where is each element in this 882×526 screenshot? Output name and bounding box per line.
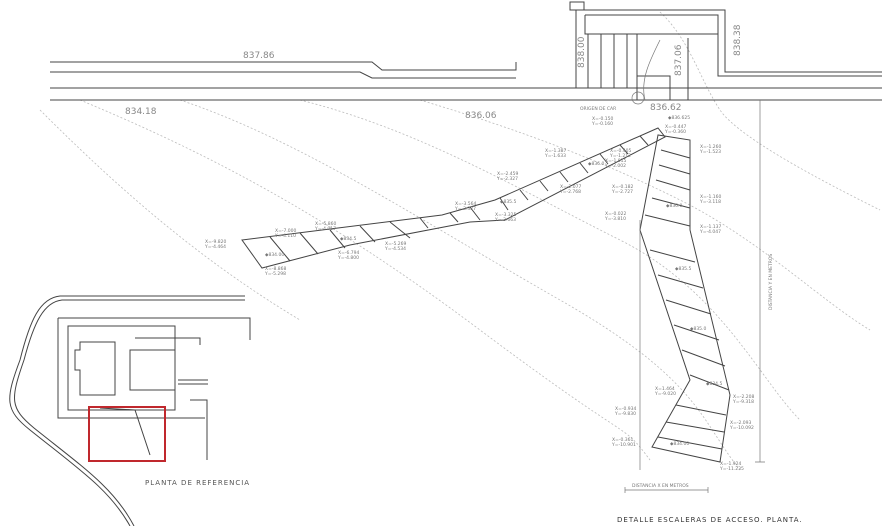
- coordinate-label: Y=-9.830: [614, 411, 636, 417]
- spot-level: ◆834.00: [265, 252, 284, 258]
- coordinate-label: Y=-2.768: [559, 189, 581, 195]
- coordinate-label: X=-2.208: [733, 394, 754, 400]
- coordinate-label: X=-1.015: [605, 158, 626, 164]
- elevation-top-wall: 837.86: [243, 51, 275, 61]
- coordinate-label: Y=-4.534: [384, 246, 406, 252]
- coordinate-label: X=-3.325: [495, 212, 516, 218]
- elevation-origin: 836.62: [650, 103, 682, 113]
- elevation-left-road: 834.18: [125, 107, 157, 117]
- spot-level: ◆835.0: [690, 326, 706, 332]
- stair-flight-south: [639, 134, 731, 470]
- coordinate-label: X=-0.934: [615, 406, 636, 412]
- spot-level: ◆835.5: [675, 266, 691, 272]
- coordinate-label: Y=-5.298: [264, 271, 286, 277]
- coordinate-label: X=-1.260: [700, 144, 721, 150]
- coordinate-label: Y=-10.901: [611, 442, 636, 448]
- coordinate-label: Y=-9.318: [732, 399, 754, 405]
- coordinate-label: X=-9.820: [205, 239, 226, 245]
- coordinate-label: Y=-2.002: [604, 163, 626, 169]
- spot-level: ◆834.00: [670, 441, 689, 447]
- coordinate-label: X=-7.000: [275, 228, 296, 234]
- coordinate-label: X=-6.794: [338, 250, 359, 256]
- coordinate-label: Y=-3.663: [494, 217, 516, 223]
- coordinate-label: Y=-3.118: [699, 199, 721, 205]
- coordinate-label: Y=-4.017: [314, 226, 336, 232]
- stair-flight-west: [241, 127, 666, 269]
- spot-level: ◆834.5: [706, 381, 722, 387]
- coordinate-label: X=-2.459: [497, 171, 518, 177]
- coordinate-label: X=-0.182: [612, 184, 633, 190]
- coordinate-label: X=-1.137: [700, 224, 721, 230]
- coordinate-label: Y=-2.327: [496, 176, 518, 182]
- upper-structure: [50, 1, 882, 463]
- spot-level: ◆836.0: [666, 203, 682, 209]
- coordinate-label: X=-5.269: [385, 241, 406, 247]
- x-axis-label: DISTANCIA X EN METROS: [632, 483, 689, 489]
- coordinate-label: X=-1.387: [545, 148, 566, 154]
- spot-levels: ◆836.625 ◆836.0 ◆835.5 ◆834.5 ◆834.00 ◆836.0 ◆…: [265, 115, 722, 447]
- reference-plan: [9, 295, 251, 526]
- coordinate-label: X=-3.564: [455, 201, 476, 207]
- x-axis-dimension-line: [624, 487, 709, 493]
- coordinate-label: X=-1.160: [700, 194, 721, 200]
- coordinate-label: X=-0.022: [605, 211, 626, 217]
- reference-plan-label: PLANTA DE REFERENCIA: [145, 479, 250, 487]
- coordinate-label: Y=-3.327: [454, 206, 476, 212]
- coordinate-label: Y=-4.800: [337, 255, 359, 261]
- coordinate-label: X=-1.924: [720, 461, 741, 467]
- drawing-title: DETALLE ESCALERAS DE ACCESO. PLANTA.: [617, 516, 803, 524]
- coordinate-label: Y=-0.160: [591, 121, 613, 127]
- coordinate-label: Y=-9.020: [654, 391, 676, 397]
- coordinate-label: X=-5.860: [315, 221, 336, 227]
- coordinate-label: Y=-4.047: [699, 229, 721, 235]
- coordinate-label: X=-0.447: [665, 124, 686, 130]
- spot-level: ◆836.625: [668, 115, 690, 121]
- elevation-right-wall: 838.38: [733, 24, 743, 56]
- coordinate-label: Y=-4.464: [204, 244, 226, 250]
- coordinate-label: X=-0.150: [592, 116, 613, 122]
- reference-highlight-box: [88, 406, 166, 462]
- coordinate-label: Y=-1.633: [544, 153, 566, 159]
- spot-level: ◆836.0: [588, 161, 604, 167]
- coordinate-label: Y=-0.360: [664, 129, 686, 135]
- coordinate-label: X=-2.077: [560, 184, 581, 190]
- coordinate-label: Y=-3.810: [604, 216, 626, 222]
- coordinate-label: X=-8.868: [265, 266, 286, 272]
- elevation-landing: 837.06: [674, 44, 684, 76]
- coordinate-label: Y=-10.092: [729, 425, 754, 431]
- coordinate-label: Y=-4.110: [274, 233, 296, 239]
- coordinate-label: Y=-11.235: [719, 466, 744, 472]
- elevation-mid-road: 836.06: [465, 111, 497, 121]
- coordinate-label: Y=-1.523: [699, 149, 721, 155]
- y-axis-label: DISTANCIA Y EN METROS: [768, 254, 774, 310]
- coordinate-label: X=1.464: [655, 386, 675, 392]
- spot-level: ◆835.5: [500, 199, 516, 205]
- elevation-stair-top: 838.00: [577, 36, 587, 68]
- spot-level: ◆834.5: [340, 236, 356, 242]
- coordinate-label: Y=-1.212: [609, 153, 631, 159]
- coordinate-label: X=-0.361: [612, 437, 633, 443]
- coordinate-label: X=-0.405: [610, 148, 631, 154]
- coordinate-label: Y=-2.727: [611, 189, 633, 195]
- origin-label: ORIGEN DE CAR: [580, 106, 616, 112]
- terrain-contours: [39, 11, 881, 471]
- coordinate-labels: X=-0.150Y=-0.160X=-0.447Y=-0.360X=-1.387…: [204, 116, 754, 472]
- coordinate-label: X=-2.093: [730, 420, 751, 426]
